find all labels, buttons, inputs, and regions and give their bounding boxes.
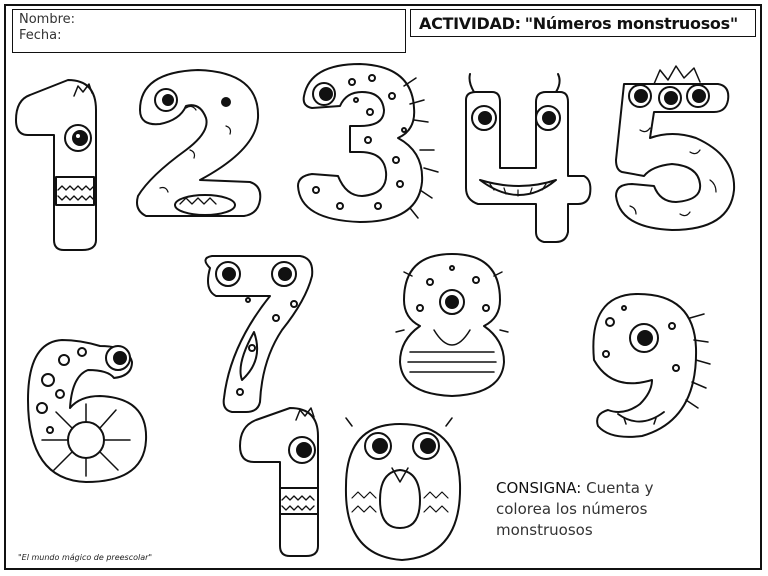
credit-text: "El mundo mágico de preescolar" — [18, 553, 153, 562]
page-frame — [4, 4, 762, 570]
student-info-box: Nombre: Fecha: — [12, 9, 406, 53]
monster-number-8 — [395, 253, 509, 397]
activity-title: "Números monstruosos" — [524, 13, 739, 33]
instructions: CONSIGNA: Cuenta y colorea los números m… — [496, 478, 696, 541]
monster-number-5 — [615, 65, 736, 231]
monster-number-9 — [592, 293, 711, 438]
name-field-label: Nombre: — [19, 12, 76, 27]
activity-title-box: ACTIVIDAD: "Números monstruosos" — [410, 9, 756, 37]
monster-number-4 — [465, 73, 592, 243]
monster-number-10 — [239, 407, 462, 561]
activity-label: ACTIVIDAD: — [419, 13, 521, 33]
instructions-label: CONSIGNA: — [496, 479, 582, 497]
instructions-text: Cuenta y colorea los números monstruosos — [496, 479, 654, 539]
monster-number-6 — [27, 339, 148, 483]
monster-number-1 — [15, 79, 97, 251]
monster-number-3 — [297, 63, 439, 223]
date-field-label: Fecha: — [19, 28, 62, 43]
monster-number-7 — [204, 255, 314, 413]
monster-number-2 — [136, 69, 262, 217]
